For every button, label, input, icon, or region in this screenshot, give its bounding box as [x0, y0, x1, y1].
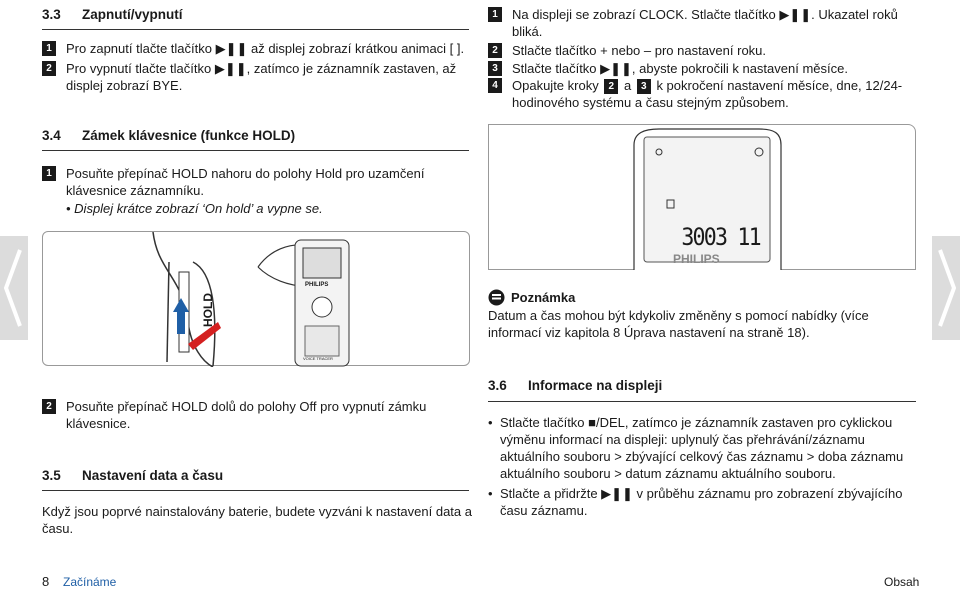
step-text: Stlačte tlačítko ▶❚❚, abyste pokročili k…: [512, 61, 848, 76]
clock-digits: 3003 11: [681, 223, 761, 251]
list-item: •Stlačte a přidržte ▶❚❚ v průběhu záznam…: [488, 485, 913, 519]
step-text: Posuňte přepínač HOLD nahoru do polohy H…: [66, 166, 425, 198]
divider: [42, 29, 469, 30]
step-text: Pro vypnutí tlačte tlačítko ▶❚❚, zatímco…: [66, 61, 457, 93]
list-item: 2 Stlačte tlačítko + nebo – pro nastaven…: [488, 42, 918, 59]
hold-label: HOLD: [201, 293, 215, 327]
clock-display-illustration: 3003 11 PHILIPS: [488, 124, 916, 270]
divider: [42, 490, 469, 491]
step-badge: 4: [488, 78, 502, 93]
step-badge: 2: [42, 399, 56, 414]
step-text: Opakujte kroky 2 a 3 k pokročení nastave…: [512, 78, 903, 111]
list-item: 2 Pro vypnutí tlačte tlačítko ▶❚❚, zatím…: [42, 60, 469, 94]
note-text: • Displej krátce zobrazí ‘On hold’ a vyp…: [66, 201, 323, 216]
intro-text: Když jsou poprvé nainstalovány baterie, …: [42, 504, 472, 536]
recorder-side-icon: [152, 232, 350, 367]
section-link[interactable]: Začínáme: [63, 575, 117, 589]
note-icon: [488, 289, 505, 306]
step-text: Stlačte tlačítko + nebo – pro nastavení …: [512, 43, 767, 58]
step-badge: 1: [42, 41, 56, 56]
note-title: Poznámka: [511, 290, 576, 305]
page-number: 8: [42, 574, 50, 589]
step-badge: 2: [488, 43, 502, 58]
bullet-text: Stlačte a přidržte ▶❚❚ v průběhu záznamu…: [500, 486, 903, 518]
device-brand: PHILIPS: [673, 252, 720, 266]
list-item: 3 Stlačte tlačítko ▶❚❚, abyste pokročili…: [488, 60, 918, 77]
list-item: 1 Na displeji se zobrazí CLOCK. Stlačte …: [488, 6, 918, 40]
step-text: Posuňte přepínač HOLD dolů do polohy Off…: [66, 399, 427, 431]
next-page-button[interactable]: [932, 236, 960, 340]
note-text: Datum a čas mohou být kdykoliv změněny s…: [488, 308, 869, 340]
step-badge: 2: [42, 61, 56, 76]
step-badge: 1: [42, 166, 56, 181]
step-badge: 3: [488, 61, 502, 76]
divider: [42, 150, 469, 151]
bullet-text: Stlačte tlačítko ■/DEL, zatímco je zázna…: [500, 415, 904, 481]
divider: [488, 401, 916, 402]
list-item: 1 Posuňte přepínač HOLD nahoru do polohy…: [42, 165, 469, 199]
step-badge: 1: [488, 7, 502, 22]
contents-link[interactable]: Obsah: [884, 575, 920, 589]
chevron-right-icon: [938, 249, 957, 327]
device-brand: PHILIPS: [305, 282, 329, 288]
step-badge: 3: [636, 79, 651, 95]
chevron-left-icon: [3, 249, 22, 327]
recorder-front-icon: [633, 128, 782, 270]
device-model: VOICE TRACER: [303, 356, 333, 361]
previous-page-button[interactable]: [0, 236, 28, 340]
step-text: Na displeji se zobrazí CLOCK. Stlačte tl…: [512, 7, 898, 39]
list-item: 2 Posuňte přepínač HOLD dolů do polohy O…: [42, 398, 469, 432]
step-text: Pro zapnutí tlačte tlačítko ▶❚❚ až displ…: [66, 41, 465, 56]
list-item: 1 Pro zapnutí tlačte tlačítko ▶❚❚ až dis…: [42, 40, 469, 57]
list-item: •Stlačte tlačítko ■/DEL, zatímco je zázn…: [488, 414, 913, 482]
list-item: 4 Opakujte kroky 2 a 3 k pokročení nasta…: [488, 77, 918, 111]
hold-switch-illustration: HOLD PHILIPS VOICE TRACER: [42, 231, 470, 367]
step-badge: 2: [604, 79, 619, 95]
note-heading: Poznámka: [488, 289, 575, 306]
